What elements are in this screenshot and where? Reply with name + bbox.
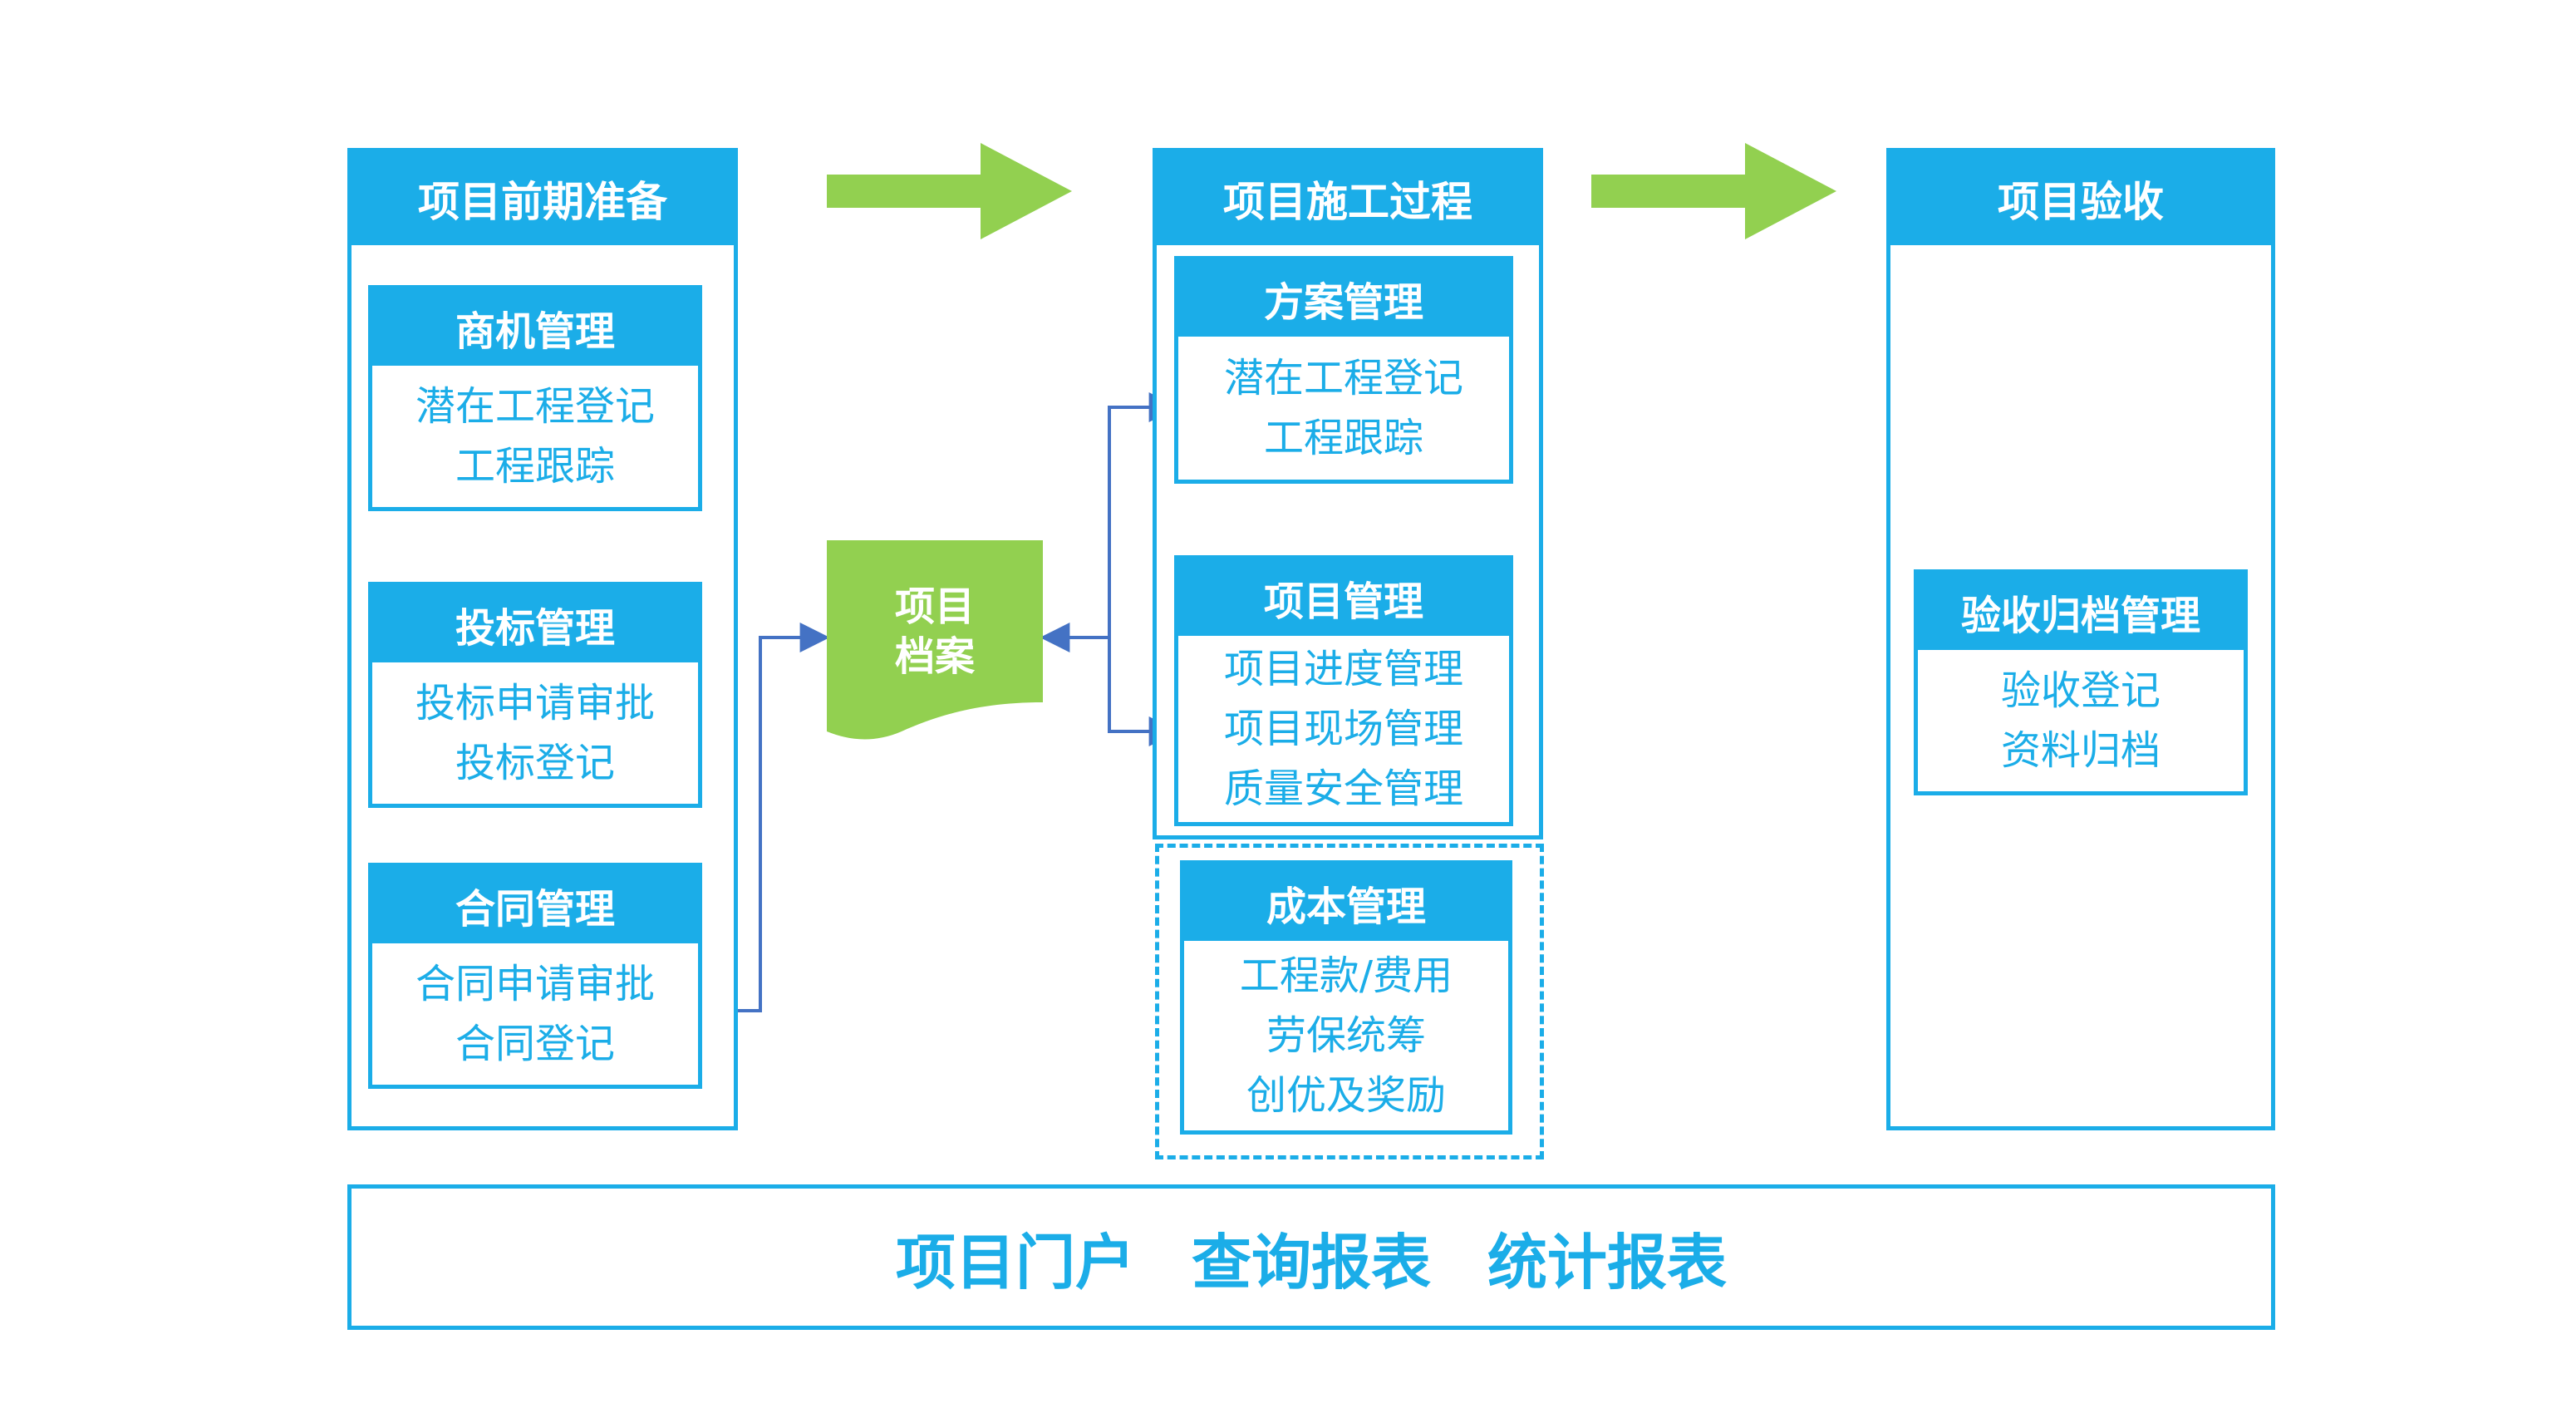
bottom-item-query-report: 查询报表	[1191, 1228, 1431, 1297]
card-title: 合同管理	[372, 867, 698, 943]
card-item: 投标申请审批	[415, 680, 655, 726]
column-title: 项目前期准备	[351, 152, 734, 245]
card-item: 验收登记	[2000, 667, 2161, 714]
big-arrow-1	[827, 143, 1072, 239]
card-title: 项目管理	[1178, 559, 1509, 636]
card-item: 工程跟踪	[1263, 415, 1423, 461]
card-cost: 成本管理 工程款/费用 劳保统筹 创优及奖励	[1180, 860, 1512, 1135]
card-item: 资料归档	[2000, 727, 2161, 774]
archive-label-line2: 档案	[894, 633, 975, 680]
card-item: 合同申请审批	[415, 961, 655, 1007]
bottom-bar: 项目门户 查询报表 统计报表	[347, 1184, 2275, 1330]
card-item: 潜在工程登记	[1223, 355, 1463, 401]
card-item: 项目进度管理	[1223, 646, 1463, 692]
card-item: 工程款/费用	[1239, 953, 1453, 999]
card-item: 投标登记	[455, 740, 615, 786]
card-item: 项目现场管理	[1223, 706, 1463, 752]
archive-document-shape	[827, 540, 1043, 740]
bottom-item-statistics-report: 统计报表	[1487, 1228, 1728, 1297]
big-arrow-2	[1591, 143, 1836, 239]
card-title: 成本管理	[1184, 864, 1508, 941]
card-title: 商机管理	[372, 289, 698, 366]
bottom-item-portal: 项目门户	[895, 1228, 1135, 1297]
card-contract: 合同管理 合同申请审批 合同登记	[368, 863, 702, 1089]
card-title: 投标管理	[372, 586, 698, 662]
card-acceptance-archive: 验收归档管理 验收登记 资料归档	[1914, 569, 2248, 795]
card-item: 劳保统筹	[1266, 1012, 1426, 1059]
card-item: 潜在工程登记	[415, 383, 655, 430]
card-item: 创优及奖励	[1246, 1072, 1446, 1119]
column-title: 项目验收	[1890, 152, 2271, 245]
card-title: 方案管理	[1178, 260, 1509, 337]
column-title: 项目施工过程	[1157, 152, 1539, 245]
archive-label: 项目 档案	[827, 582, 1043, 682]
card-bidding: 投标管理 投标申请审批 投标登记	[368, 582, 702, 808]
card-item: 工程跟踪	[455, 443, 615, 490]
card-item: 合同登记	[455, 1021, 615, 1067]
card-item: 质量安全管理	[1223, 765, 1463, 812]
card-plan: 方案管理 潜在工程登记 工程跟踪	[1174, 256, 1513, 484]
archive-label-line1: 项目	[894, 583, 975, 630]
card-opportunity: 商机管理 潜在工程登记 工程跟踪	[368, 285, 702, 511]
card-project: 项目管理 项目进度管理 项目现场管理 质量安全管理	[1174, 555, 1513, 826]
card-title: 验收归档管理	[1918, 574, 2244, 650]
cost-dashed-frame	[1155, 844, 1544, 1159]
